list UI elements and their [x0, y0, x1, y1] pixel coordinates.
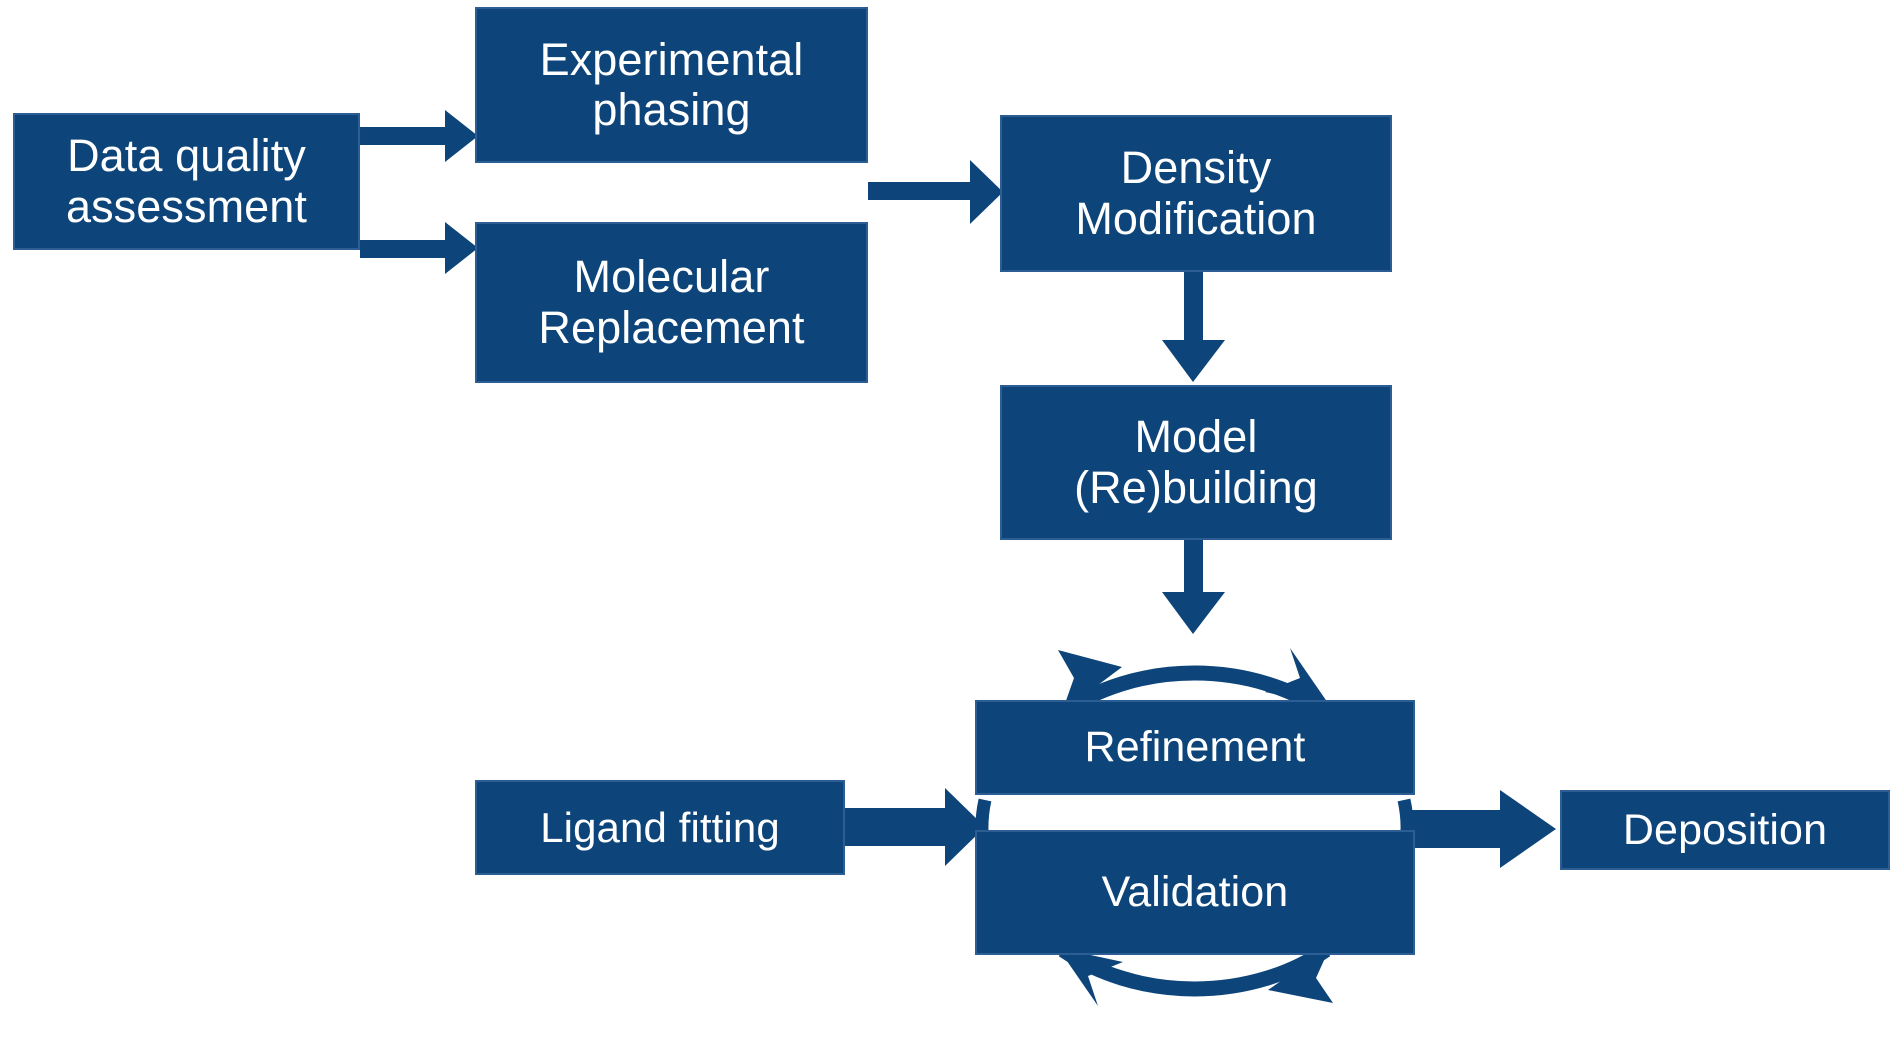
- node-deposition[interactable]: Deposition: [1560, 790, 1890, 870]
- node-validation-label: Validation: [1101, 868, 1289, 917]
- arrow-phasing-to-density-modification: [868, 160, 1003, 224]
- node-density-modification-line1: Density: [1120, 142, 1272, 194]
- node-data-quality-line2: assessment: [65, 180, 308, 232]
- node-ligand-fitting[interactable]: Ligand fitting: [475, 780, 845, 875]
- node-deposition-label: Deposition: [1622, 805, 1828, 854]
- node-data-quality-line1: Data quality: [67, 130, 306, 182]
- node-molecular-replacement-line2: Replacement: [538, 301, 805, 353]
- cycle-arrow-top: [1058, 648, 1331, 719]
- node-molecular-replacement-line1: Molecular: [573, 251, 770, 303]
- arrow-data-quality-to-molecular-replacement: [360, 222, 478, 274]
- node-validation[interactable]: Validation: [975, 830, 1415, 955]
- node-density-modification-line2: Modification: [1075, 192, 1317, 244]
- node-refinement-label: Refinement: [1084, 723, 1306, 772]
- node-experimental-phasing-line2: phasing: [592, 84, 751, 135]
- node-refinement[interactable]: Refinement: [975, 700, 1415, 795]
- node-experimental-phasing-line1: Experimental: [539, 33, 804, 85]
- arrow-model-rebuilding-to-refinement: [1162, 540, 1225, 634]
- node-model-rebuilding[interactable]: Model(Re)building: [1000, 385, 1392, 540]
- arrow-density-modification-to-model-rebuilding: [1162, 272, 1225, 382]
- cycle-arrow-bottom: [1058, 943, 1333, 1006]
- node-model-rebuilding-label: Model(Re)building: [1058, 411, 1334, 513]
- node-model-rebuilding-line1: Model: [1134, 411, 1258, 463]
- arrow-ligand-fitting-to-refinement: [845, 788, 985, 866]
- arrow-refinement-to-deposition: [1404, 790, 1556, 868]
- node-model-rebuilding-line2: (Re)building: [1074, 461, 1318, 513]
- arrow-data-quality-to-experimental-phasing: [360, 110, 478, 162]
- node-ligand-fitting-label: Ligand fitting: [540, 803, 780, 851]
